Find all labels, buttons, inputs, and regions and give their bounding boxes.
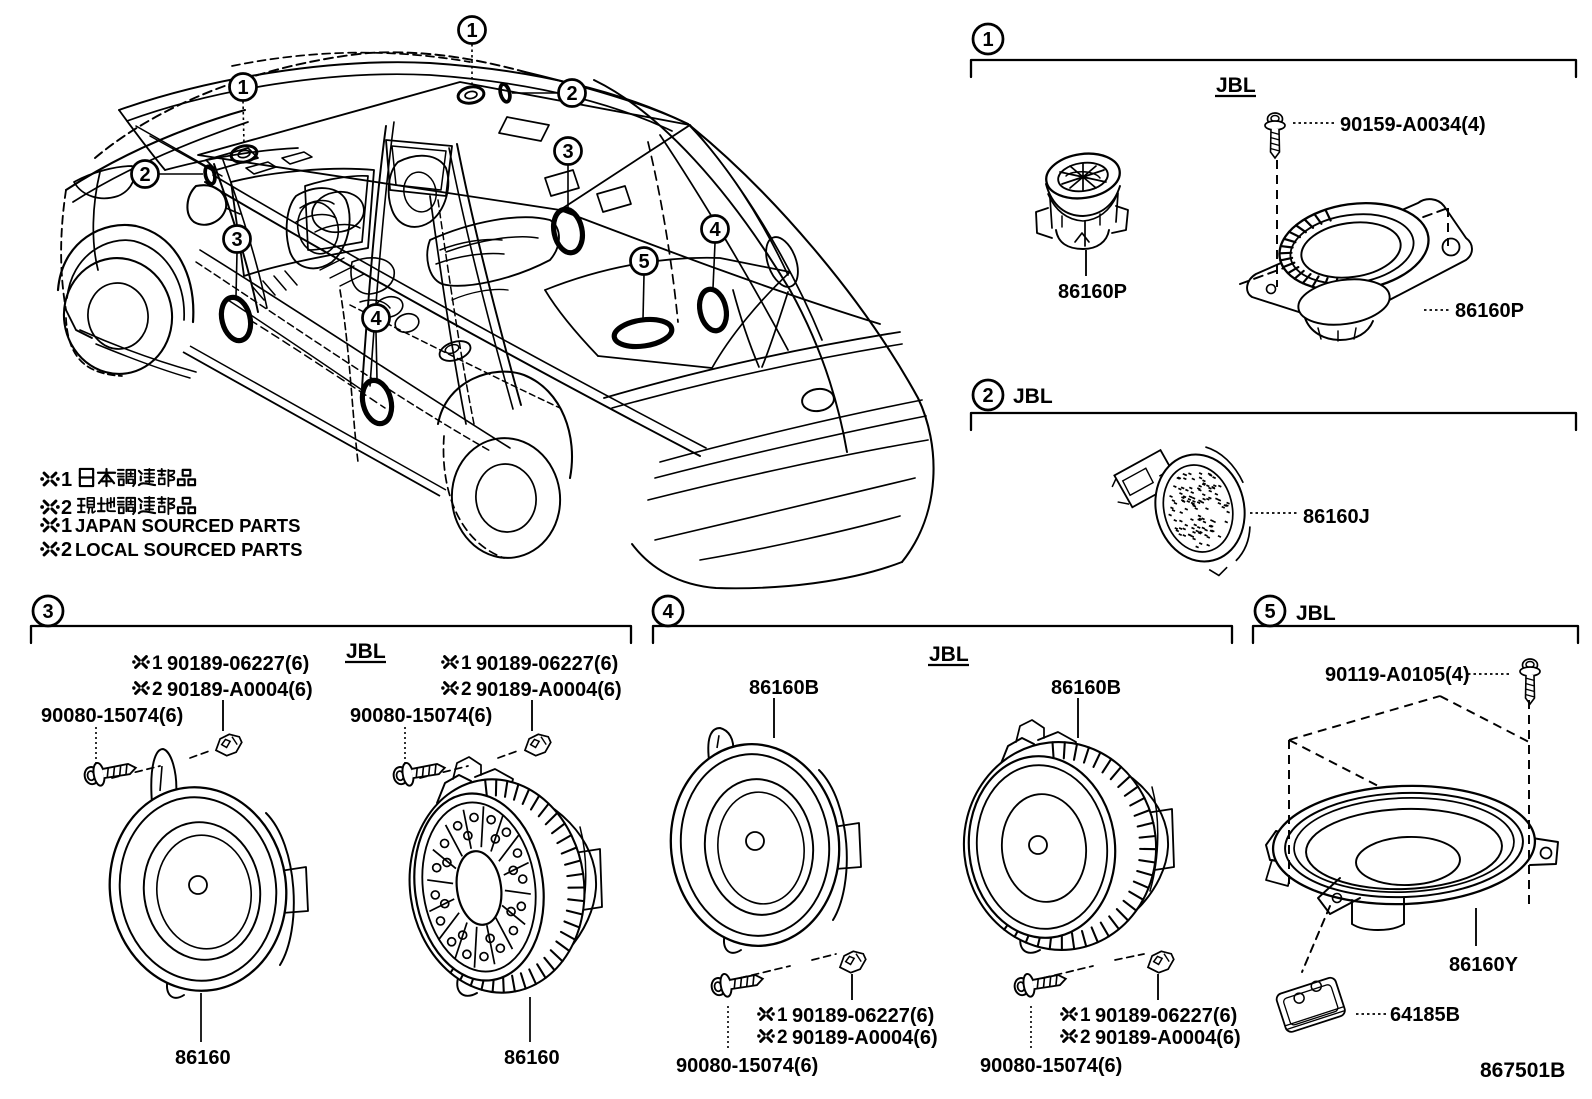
- svg-text:JBL: JBL: [1013, 385, 1053, 408]
- svg-text:90159-A0034(4): 90159-A0034(4): [1340, 114, 1486, 136]
- svg-text:1: 1: [982, 29, 993, 51]
- svg-text:3: 3: [42, 601, 53, 623]
- svg-text:5: 5: [638, 251, 649, 273]
- svg-text:JBL: JBL: [929, 643, 969, 666]
- svg-text:90119-A0105(4): 90119-A0105(4): [1325, 664, 1470, 686]
- svg-text:1: 1: [466, 20, 477, 42]
- svg-text:86160J: 86160J: [1303, 506, 1370, 528]
- svg-text:2: 2: [777, 1027, 788, 1048]
- svg-text:90080-15074(6): 90080-15074(6): [41, 705, 183, 727]
- svg-text:3: 3: [562, 141, 573, 163]
- svg-text:86160P: 86160P: [1455, 300, 1524, 322]
- svg-text:86160: 86160: [175, 1047, 231, 1069]
- svg-text:86160: 86160: [504, 1047, 560, 1069]
- svg-text:64185B: 64185B: [1390, 1004, 1460, 1026]
- svg-text:4: 4: [370, 308, 382, 330]
- svg-text:3: 3: [231, 229, 242, 251]
- svg-text:90080-15074(6): 90080-15074(6): [980, 1055, 1122, 1077]
- svg-text:90189-06227(6): 90189-06227(6): [167, 653, 309, 675]
- svg-text:2: 2: [461, 679, 472, 700]
- svg-text:90189-A0004(6): 90189-A0004(6): [476, 679, 622, 701]
- svg-text:1: 1: [237, 77, 248, 99]
- svg-text:86160B: 86160B: [749, 677, 819, 699]
- svg-text:JBL: JBL: [1216, 74, 1256, 97]
- svg-text:2: 2: [152, 679, 163, 700]
- svg-text:90189-A0004(6): 90189-A0004(6): [792, 1027, 938, 1049]
- svg-text:2: 2: [566, 83, 577, 105]
- svg-text:867501B: 867501B: [1480, 1059, 1565, 1082]
- svg-text:86160Y: 86160Y: [1449, 954, 1519, 976]
- svg-text:1: 1: [461, 653, 472, 674]
- svg-text:2: 2: [61, 497, 72, 519]
- svg-text:4: 4: [662, 601, 674, 623]
- svg-text:1: 1: [61, 469, 72, 491]
- svg-text:90080-15074(6): 90080-15074(6): [350, 705, 492, 727]
- svg-text:5: 5: [1264, 601, 1275, 623]
- svg-text:JAPAN SOURCED PARTS: JAPAN SOURCED PARTS: [75, 515, 300, 536]
- svg-text:1: 1: [152, 653, 163, 674]
- svg-text:4: 4: [709, 219, 721, 241]
- svg-text:90189-06227(6): 90189-06227(6): [1095, 1005, 1237, 1027]
- svg-text:JBL: JBL: [1296, 602, 1336, 625]
- svg-text:90080-15074(6): 90080-15074(6): [676, 1055, 818, 1077]
- svg-text:2: 2: [982, 385, 993, 407]
- svg-text:1: 1: [61, 515, 72, 537]
- svg-text:1: 1: [1080, 1005, 1091, 1026]
- svg-text:90189-A0004(6): 90189-A0004(6): [167, 679, 313, 701]
- svg-text:LOCAL SOURCED PARTS: LOCAL SOURCED PARTS: [75, 539, 303, 560]
- svg-text:2: 2: [1080, 1027, 1091, 1048]
- svg-text:90189-06227(6): 90189-06227(6): [476, 653, 618, 675]
- svg-text:2: 2: [139, 164, 150, 186]
- svg-text:90189-06227(6): 90189-06227(6): [792, 1005, 934, 1027]
- svg-text:86160B: 86160B: [1051, 677, 1121, 699]
- svg-text:90189-A0004(6): 90189-A0004(6): [1095, 1027, 1241, 1049]
- svg-text:2: 2: [61, 539, 72, 561]
- svg-text:1: 1: [777, 1005, 788, 1026]
- svg-text:86160P: 86160P: [1058, 281, 1127, 303]
- svg-text:JBL: JBL: [346, 640, 386, 663]
